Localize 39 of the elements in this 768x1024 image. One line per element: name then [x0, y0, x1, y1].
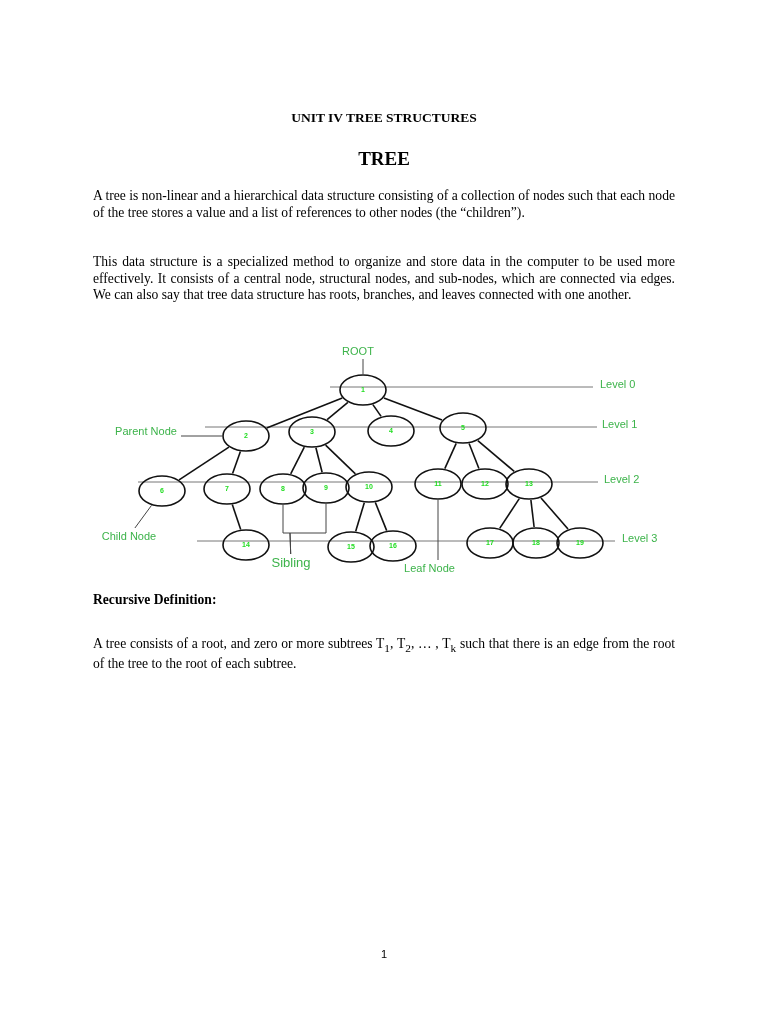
- tree-edge: [315, 447, 323, 473]
- callout-text: Parent Node: [112, 424, 180, 438]
- tree-edge: [498, 497, 521, 530]
- tree-edge: [178, 446, 230, 481]
- page-number: 1: [380, 948, 388, 960]
- callout-text: ROOT: [340, 344, 376, 358]
- tree-edge: [231, 450, 242, 475]
- tree-edge: [324, 444, 357, 475]
- tree-edge: [444, 442, 457, 470]
- paragraph: A tree consists of a root, and zero or more subtrees T$_{1}$, T$_{2}$, … , T$_{k}$ such that there is an edge from the root of the tree to the root of each subtree.: [93, 636, 675, 673]
- leader-line: [289, 503, 327, 555]
- section-heading: TREE: [358, 148, 410, 169]
- tree-edge: [383, 397, 443, 421]
- leader-line: [362, 358, 364, 375]
- tree-edge: [289, 446, 306, 475]
- tree-edge: [540, 497, 569, 530]
- tree-edge: [265, 397, 344, 429]
- paragraph: This data structure is a specialized method to organize and store data in the computer to be used more effectively. It consists of a central node, structural nodes, and sub-nodes, which are connected via edges. We can also say that tree data structure has roots, branches, and leaves connected with one another.: [93, 254, 675, 304]
- tree-edge: [530, 499, 535, 528]
- callout-text: Sibling: [268, 555, 314, 571]
- callout-text: Child Node: [98, 529, 160, 543]
- level-label: Level 0: [600, 378, 636, 390]
- leader-line: [180, 435, 223, 437]
- tree-edge: [326, 401, 349, 421]
- leader-line: [437, 499, 439, 561]
- tree-edge: [374, 501, 388, 532]
- tree-edge: [477, 439, 515, 473]
- tree-edge: [231, 503, 242, 531]
- tree-edge: [372, 403, 382, 418]
- level-label: Level 2: [604, 473, 640, 485]
- tree-edge: [468, 442, 480, 470]
- paragraph: A tree is non-linear and a hierarchical data structure consisting of a collection of nodes such that each node of the tree stores a value and a list of references to other nodes (the “children”).: [93, 188, 675, 221]
- subheading: Recursive Definition:: [93, 592, 218, 608]
- leader-line: [134, 504, 152, 529]
- level-label: Level 1: [602, 418, 638, 430]
- document-title: UNIT IV TREE STRUCTURES: [291, 110, 477, 125]
- callout-text: Leaf Node: [401, 561, 458, 575]
- tree-edge: [354, 501, 366, 533]
- level-label: Level 3: [622, 532, 658, 544]
